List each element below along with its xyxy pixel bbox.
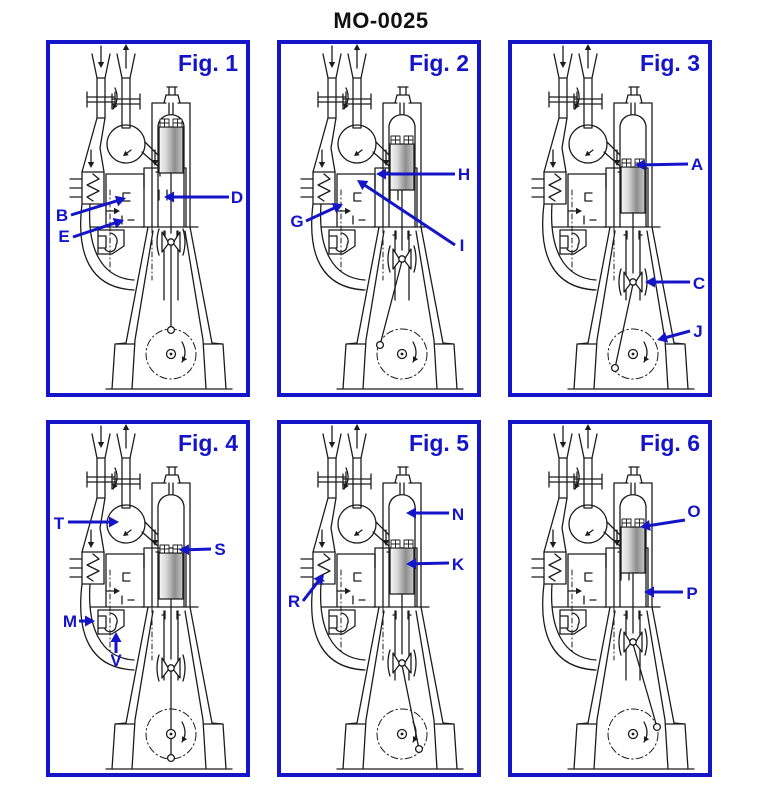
- annotations: N K R: [288, 505, 465, 611]
- annotations: G H I: [290, 165, 470, 255]
- machine-drawing: [69, 44, 233, 390]
- annotation-label: C: [693, 274, 705, 293]
- annotations: A C J: [635, 155, 705, 343]
- annotation-label: P: [686, 584, 697, 603]
- figure-panel-3: Fig. 3 A C J: [508, 40, 712, 397]
- annotation-label: K: [452, 555, 465, 574]
- annotation-label: G: [290, 212, 303, 231]
- machine-diagram-3: Fig. 3 A C J: [531, 44, 705, 390]
- machine-drawing: [69, 424, 233, 770]
- annotation-label: N: [452, 505, 464, 524]
- annotation-label: D: [231, 188, 243, 207]
- annotation-label: V: [110, 651, 122, 670]
- figure-panel-2: Fig. 2 G H I: [277, 40, 481, 397]
- figure-panel-5: Fig. 5 N K R: [277, 420, 481, 777]
- annotations: T S M V: [54, 514, 226, 670]
- figure-label-1: Fig. 1: [178, 50, 238, 76]
- annotation-label: M: [63, 612, 77, 631]
- annotation-label: O: [687, 502, 700, 521]
- annotation-label: S: [214, 540, 225, 559]
- machine-drawing: [300, 44, 464, 390]
- figure-panel-4: Fig. 4 T S M V: [46, 420, 250, 777]
- annotations: OP: [640, 502, 701, 603]
- machine-diagram-4: Fig. 4 T S M V: [54, 424, 238, 770]
- annotation-label: A: [691, 155, 703, 174]
- annotations: BE D: [56, 188, 243, 246]
- machine-drawing: [531, 424, 695, 770]
- figure-label-3: Fig. 3: [640, 50, 700, 76]
- annotation-label: H: [458, 165, 470, 184]
- page-title: MO-0025: [333, 8, 429, 33]
- machine-drawing: [300, 424, 464, 770]
- annotation-label: T: [54, 514, 65, 533]
- figure-label-2: Fig. 2: [409, 50, 469, 76]
- annotation-label: E: [58, 227, 69, 246]
- figure-label-6: Fig. 6: [640, 430, 700, 456]
- figure-label-5: Fig. 5: [409, 430, 469, 456]
- annotation-label: B: [56, 206, 68, 225]
- machine-diagram-2: Fig. 2 G H I: [290, 44, 470, 390]
- annotation-label: J: [693, 322, 702, 341]
- machine-diagram-5: Fig. 5 N K R: [288, 424, 469, 770]
- annotation-label: R: [288, 592, 300, 611]
- machine-diagram-6: Fig. 6 OP: [531, 424, 701, 770]
- figure-label-4: Fig. 4: [178, 430, 238, 456]
- annotation-label: I: [460, 236, 465, 255]
- machine-diagram-1: Fig. 1 BE D: [56, 44, 243, 390]
